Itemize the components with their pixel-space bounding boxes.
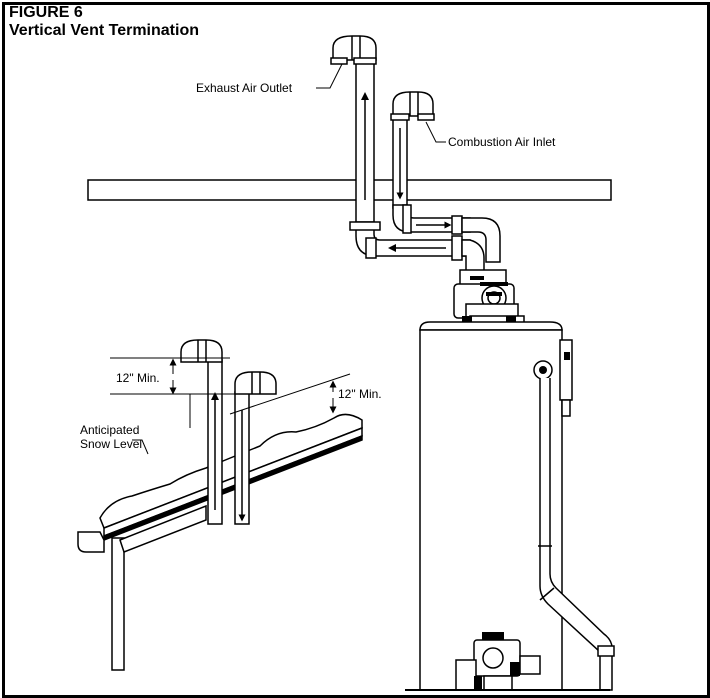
intake-leader xyxy=(425,121,446,143)
clearance-label-snow: 12" Min. xyxy=(338,387,382,401)
snow-level-label-line1: Anticipated xyxy=(80,423,139,437)
exhaust-cap xyxy=(332,35,377,61)
gutter xyxy=(77,531,105,553)
exhaust-leader xyxy=(316,63,343,89)
ceiling-beam xyxy=(87,179,612,201)
figure-title: Vertical Vent Termination xyxy=(9,22,199,39)
blower-details xyxy=(462,276,516,326)
snow-level-label-line2: Snow Level xyxy=(80,437,142,451)
dimension-lines xyxy=(110,357,351,455)
label-leaders xyxy=(316,63,446,143)
tank-body xyxy=(419,329,563,691)
figure-number: FIGURE 6 xyxy=(9,4,83,21)
exhaust-air-outlet-label: Exhaust Air Outlet xyxy=(196,81,293,95)
clearance-label-roof: 12" Min. xyxy=(116,371,160,385)
roof-detail xyxy=(77,413,363,671)
intake-cap xyxy=(392,91,434,117)
roof-surface xyxy=(103,426,363,538)
water-heater xyxy=(419,321,615,691)
water-heater-details xyxy=(474,352,570,690)
combustion-air-inlet-label: Combustion Air Inlet xyxy=(448,135,556,149)
airflow-arrows-roof xyxy=(211,392,246,522)
airflow-arrows-upper xyxy=(361,92,452,252)
